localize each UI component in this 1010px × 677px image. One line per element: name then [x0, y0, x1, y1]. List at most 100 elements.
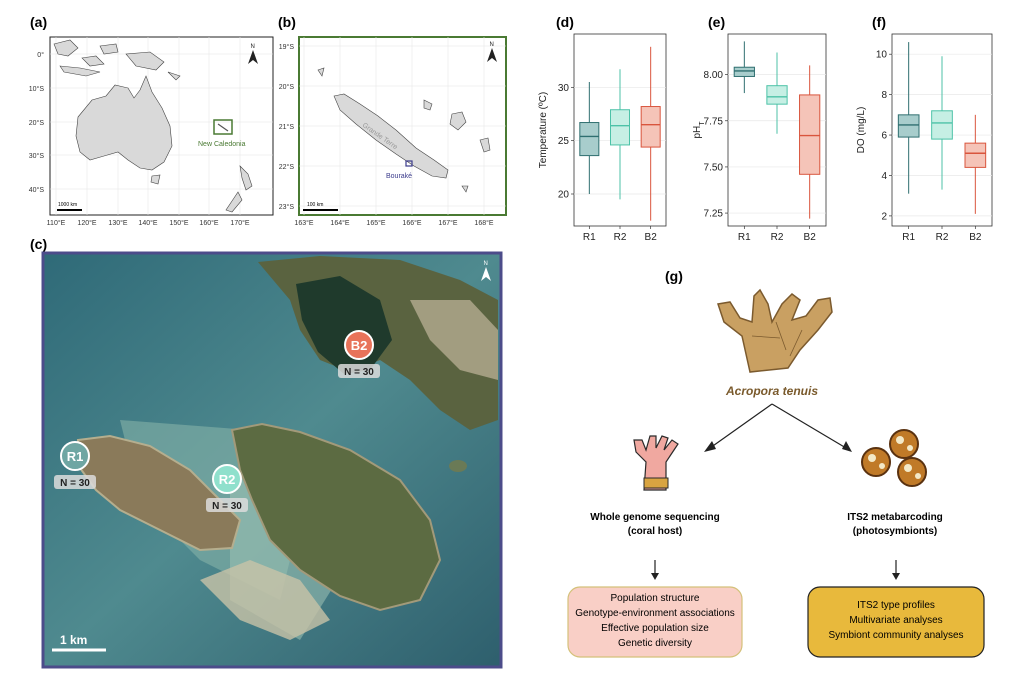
- y-tick-label: 7.50: [704, 162, 724, 173]
- svg-text:165°E: 165°E: [366, 219, 385, 227]
- x-tick-label: B2: [969, 232, 982, 243]
- svg-text:B2: B2: [351, 338, 368, 353]
- map-b: Grande Terre Bouraké N 100 km 19°S 20°S …: [279, 36, 507, 227]
- svg-text:21°S: 21°S: [279, 123, 295, 131]
- y-tick-label: 4: [881, 171, 887, 182]
- svg-text:167°E: 167°E: [438, 219, 457, 227]
- svg-text:40°S: 40°S: [29, 186, 45, 194]
- box-d-R1: [579, 82, 600, 194]
- x-tick-label: R2: [614, 232, 627, 243]
- x-tick-label: R1: [583, 232, 596, 243]
- site-marker-r1: R1 N = 30: [54, 441, 96, 489]
- bourake-marker: [405, 160, 413, 167]
- svg-text:140°E: 140°E: [138, 219, 157, 227]
- svg-text:19°S: 19°S: [279, 43, 295, 51]
- scale-label-a: 1000 km: [58, 202, 77, 208]
- right-analysis-box: [807, 586, 985, 658]
- svg-text:166°E: 166°E: [402, 219, 421, 227]
- box-e-R2: [766, 52, 788, 134]
- y-tick-label: 30: [558, 83, 570, 94]
- svg-text:R1: R1: [67, 449, 84, 464]
- left-analysis-box: [567, 586, 743, 658]
- y-axis-label: DO (mg/L): [856, 107, 867, 154]
- iqr-box: [640, 106, 661, 148]
- iqr-box: [579, 122, 600, 157]
- y-axis-label-subscript: T: [699, 121, 706, 126]
- y-tick-label: 10: [876, 50, 888, 61]
- iqr-box: [733, 66, 755, 77]
- svg-text:160°E: 160°E: [199, 219, 218, 227]
- site-marker-r2: R2 N = 30: [206, 464, 248, 512]
- svg-text:163°E: 163°E: [294, 219, 313, 227]
- iqr-box: [964, 142, 987, 168]
- svg-text:0°: 0°: [37, 51, 44, 59]
- panel-label-a: (a): [30, 14, 48, 30]
- svg-text:30°S: 30°S: [29, 152, 45, 160]
- y-tick-label: 8.00: [704, 70, 724, 81]
- iqr-box: [799, 94, 821, 175]
- box-f-R1: [897, 42, 920, 194]
- grande-terre-island: [333, 93, 449, 179]
- y-tick-label: 2: [881, 211, 887, 222]
- svg-text:23°S: 23°S: [279, 203, 295, 211]
- svg-text:20°S: 20°S: [279, 83, 295, 91]
- iqr-box: [609, 109, 631, 146]
- panel-label-c: (c): [30, 236, 48, 252]
- box-e-R1: [733, 41, 755, 94]
- svg-text:N = 30: N = 30: [344, 367, 374, 378]
- svg-text:N: N: [251, 44, 255, 50]
- svg-text:22°S: 22°S: [279, 163, 295, 171]
- coral-illustration: [717, 288, 833, 373]
- north-arrow-icon: N: [487, 42, 497, 62]
- panel-label-b: (b): [278, 14, 296, 30]
- satellite-map-c: N B2 N = 30 R1 N = 30 R2 N = 30 1 km: [41, 251, 503, 669]
- y-tick-label: 7.75: [704, 116, 724, 127]
- whole-genome-title: Whole genome sequencing (coral host): [590, 512, 720, 537]
- svg-text:N = 30: N = 30: [60, 478, 90, 489]
- landmass-r1: [76, 434, 242, 552]
- panel-label-g: (g): [665, 268, 683, 284]
- x-tick-label: R1: [738, 232, 751, 243]
- iqr-box: [766, 85, 788, 105]
- right-box-text: ITS2 type profiles Multivariate analyses…: [828, 600, 964, 641]
- y-tick-label: 8: [881, 90, 887, 101]
- x-tick-label: R2: [771, 232, 784, 243]
- left-box-text: Population structure Genotype-environmen…: [575, 593, 735, 649]
- y-tick-label: 20: [558, 190, 570, 201]
- site-marker-b2: B2 N = 30: [338, 330, 380, 378]
- landmass-central: [230, 422, 442, 612]
- svg-text:120°E: 120°E: [77, 219, 96, 227]
- x-tick-label: B2: [804, 232, 817, 243]
- australia-landmass: [75, 75, 173, 171]
- box-f-B2: [964, 114, 987, 214]
- panel-label-e: (e): [708, 14, 726, 30]
- y-tick-label: 25: [558, 136, 570, 147]
- iqr-box: [931, 110, 953, 140]
- svg-text:168°E: 168°E: [474, 219, 493, 227]
- y-axis-label: Temperature (ºC): [538, 92, 549, 168]
- scale-label-b: 100 km: [307, 202, 323, 208]
- scale-label-c: 1 km: [60, 633, 87, 647]
- box-e-B2: [799, 65, 821, 219]
- svg-text:10°S: 10°S: [29, 85, 45, 93]
- bourake-label: Bouraké: [386, 173, 412, 180]
- north-arrow-icon: N: [248, 44, 258, 64]
- symbiont-cells-icon: [861, 429, 927, 487]
- new-caledonia-box: [213, 119, 233, 135]
- svg-text:R2: R2: [219, 472, 236, 487]
- svg-text:20°S: 20°S: [29, 119, 45, 127]
- y-tick-label: 7.25: [704, 209, 724, 220]
- new-caledonia-label: New Caledonia: [198, 141, 246, 148]
- north-arrow-icon: N: [481, 261, 491, 281]
- its2-title: ITS2 metabarcoding (photosymbionts): [847, 512, 943, 537]
- svg-text:130°E: 130°E: [108, 219, 127, 227]
- svg-text:N = 30: N = 30: [212, 501, 242, 512]
- panel-label-f: (f): [872, 14, 886, 30]
- map-a: New Caledonia N 1000 km 0° 10°S 20°S 30°…: [29, 36, 274, 227]
- coral-polyp-icon: [633, 435, 679, 491]
- box-f-R2: [931, 56, 953, 190]
